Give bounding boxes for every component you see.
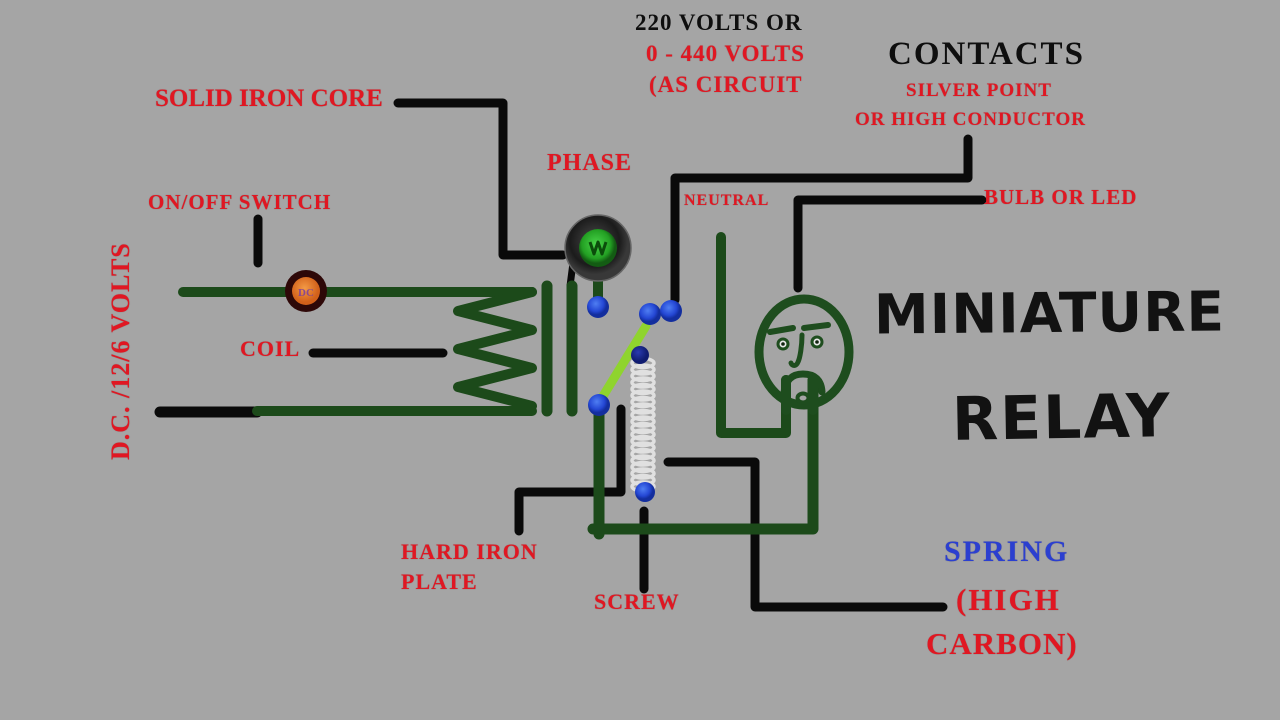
coil-winding — [453, 287, 537, 411]
label-bulb-or-led: BULB OR LED — [984, 185, 1138, 209]
contact-dot-pair-right — [660, 300, 682, 322]
label-supply-voltage-line2: 0 - 440 VOLTS — [646, 41, 805, 66]
label-spring: SPRING — [944, 535, 1070, 568]
chin-circle — [795, 391, 811, 405]
label-contacts-title: CONTACTS — [888, 36, 1085, 72]
bulb-pointer-line — [793, 195, 987, 293]
label-plate: PLATE — [401, 569, 478, 594]
armature-plate — [595, 321, 651, 406]
label-spring-high: (HIGH — [956, 582, 1061, 617]
title-relay: RELAY — [951, 381, 1173, 455]
label-solid-iron-core: SOLID IRON CORE — [155, 85, 383, 112]
title-miniature: MINIATURE — [873, 279, 1226, 347]
contact-dot-armature-bottom — [588, 394, 610, 416]
spring-coil — [630, 356, 656, 493]
label-supply-voltage-line1: 220 VOLTS OR — [635, 10, 803, 35]
contact-dot-led — [587, 296, 609, 318]
led-filament-glyph — [588, 240, 608, 256]
label-dc-volts: D.C. /12/6 VOLTS — [106, 242, 135, 460]
bulb-right-leg-wire — [587, 374, 819, 535]
label-contacts-silver-point: SILVER POINT — [906, 80, 1052, 101]
contacts-pointer-line — [670, 134, 973, 305]
label-neutral: NEUTRAL — [684, 192, 770, 209]
label-contacts-high-conductor: OR HIGH CONDUCTOR — [855, 109, 1086, 130]
left-pupil — [781, 342, 785, 346]
phase-led — [564, 214, 632, 282]
label-hard-iron: HARD IRON — [401, 539, 538, 564]
label-coil: COIL — [240, 336, 301, 361]
left-eyebrow — [767, 325, 796, 335]
contact-dots — [587, 296, 682, 502]
label-screw: SCREW — [594, 589, 680, 614]
switch-glyph: DC — [298, 287, 314, 299]
label-spring-carbon: CARBON) — [926, 626, 1078, 661]
bulb-face — [754, 294, 854, 415]
label-supply-voltage-line3: (AS CIRCUIT — [649, 72, 803, 97]
solid-iron-core-pointer-line — [393, 98, 568, 260]
label-on-off-switch: ON/OFF SWITCH — [148, 190, 332, 214]
contact-dot-spring-bottom — [635, 482, 655, 502]
on-off-switch: DC — [285, 270, 327, 312]
right-pupil — [815, 340, 819, 344]
label-phase: PHASE — [547, 150, 633, 176]
nose — [788, 332, 805, 368]
contact-dot-spring-top — [631, 346, 649, 364]
right-eyebrow — [801, 322, 831, 331]
contact-dot-pair-left — [639, 303, 661, 325]
neutral-wire — [716, 232, 791, 438]
hard-iron-plate-pointer-line — [514, 404, 626, 536]
